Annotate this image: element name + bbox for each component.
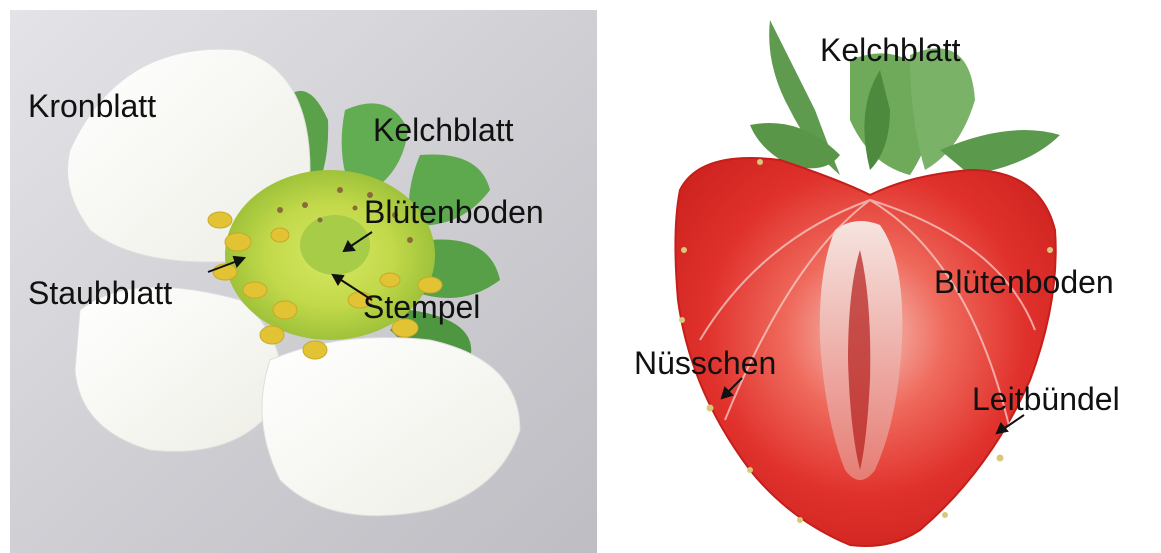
pistils-cluster bbox=[300, 215, 370, 275]
label-stamen: Staubblatt bbox=[28, 277, 172, 309]
label-achene: Nüsschen bbox=[634, 347, 776, 379]
label-vascular-bundle: Leitbündel bbox=[972, 383, 1120, 415]
strawberry-section-panel: Kelchblatt Blütenboden Nüsschen Leitbünd… bbox=[640, 0, 1161, 553]
label-receptacle-flower: Blütenboden bbox=[364, 196, 544, 228]
flower-photo-panel: Kronblatt Kelchblatt Blütenboden Staubbl… bbox=[10, 10, 597, 553]
label-sepal-strawberry: Kelchblatt bbox=[820, 34, 961, 66]
label-petal: Kronblatt bbox=[28, 90, 156, 122]
label-pistil: Stempel bbox=[363, 291, 480, 323]
label-sepal-flower: Kelchblatt bbox=[373, 114, 514, 146]
label-receptacle-strawberry: Blütenboden bbox=[934, 266, 1114, 298]
